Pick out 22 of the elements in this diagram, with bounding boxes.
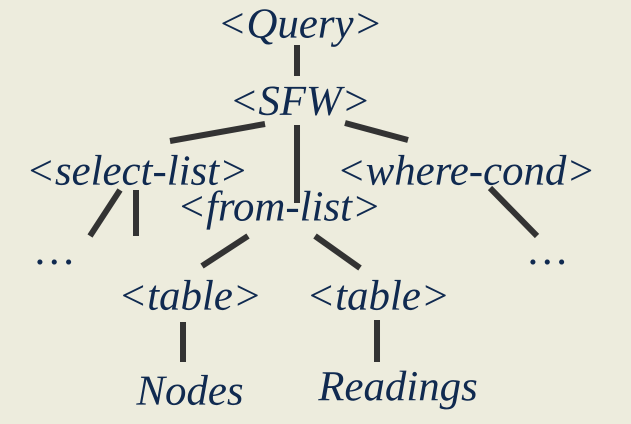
- tree-branch: [313, 234, 362, 270]
- tree-branch: [169, 121, 266, 144]
- tree-node-label: Readings: [318, 370, 476, 410]
- tree-branch: [294, 45, 300, 76]
- tree-branch: [488, 186, 540, 238]
- tree-node-label: …: [530, 259, 564, 265]
- tree-node-label: <Query>: [222, 9, 378, 47]
- tree-branch: [88, 188, 123, 238]
- tree-branch: [374, 320, 380, 362]
- tree-branch: [180, 322, 186, 362]
- tree-node-label: <table>: [123, 280, 258, 310]
- tree-node-label: Nodes: [136, 374, 242, 406]
- tree-branch: [200, 234, 250, 269]
- tree-node-label: …: [37, 259, 72, 265]
- tree-node-label: <select-list>: [30, 154, 244, 186]
- tree-branch: [344, 120, 409, 143]
- tree-branch: [294, 125, 300, 203]
- tree-node-label: <from-list>: [182, 190, 377, 230]
- tree-node-label: <table>: [311, 280, 446, 310]
- tree-node-label: <SFW>: [234, 86, 366, 116]
- tree-node-label: <where-cond>: [342, 154, 592, 186]
- tree-branch: [133, 190, 139, 236]
